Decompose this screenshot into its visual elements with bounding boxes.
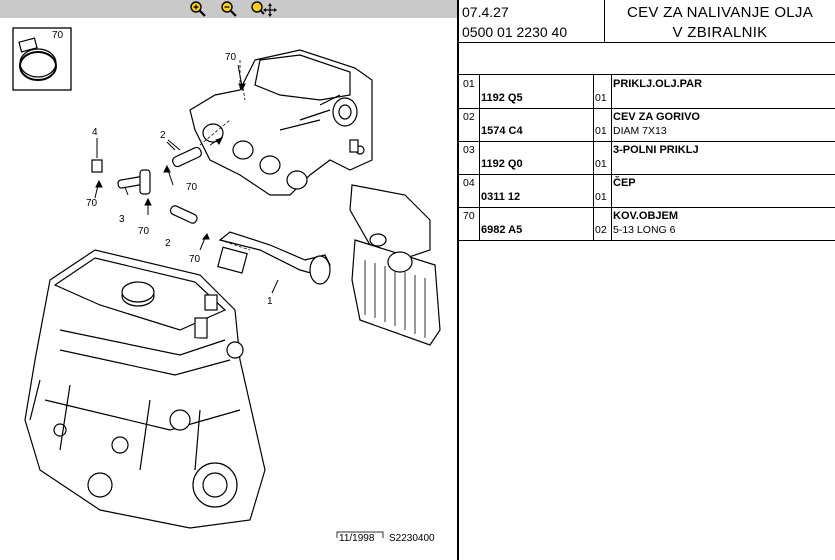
part-code: 1192 Q5	[481, 92, 523, 104]
part-name: KOV.OBJEM	[613, 210, 679, 222]
column-divider	[593, 174, 594, 207]
part-quantity: 01	[595, 158, 607, 170]
callout-70-upper: 70	[186, 182, 198, 193]
column-divider	[611, 141, 612, 174]
column-divider	[593, 108, 594, 141]
column-divider	[611, 75, 612, 108]
zoom-in-icon[interactable]	[189, 0, 207, 18]
callout-70-manifold: 70	[225, 52, 237, 63]
column-divider	[479, 207, 480, 240]
diagram-footer	[336, 531, 384, 538]
part-quantity: 01	[595, 92, 607, 104]
part-quantity: 01	[595, 191, 607, 203]
part-name: ČEP	[613, 177, 636, 189]
callout-1: 1	[267, 296, 273, 307]
table-row[interactable]: 02 1574 C4 01 CEV ZA GORIVO DIAM 7X13	[459, 108, 835, 142]
row-divider	[459, 240, 835, 241]
part-name: 3-POLNI PRIKLJ	[613, 144, 699, 156]
exploded-parts-diagram: 70	[12, 27, 441, 538]
row-divider	[459, 207, 835, 208]
intake-manifold	[189, 49, 373, 196]
header-title-line1: CEV ZA NALIVANJE OLJA	[626, 4, 814, 21]
row-divider	[459, 108, 835, 109]
footer-ref: S2230400	[389, 533, 435, 544]
header-bottom-line	[459, 42, 835, 43]
part-position: 04	[463, 177, 475, 189]
part-code: 0311 12	[481, 191, 521, 203]
part-code: 6982 A5	[481, 224, 523, 236]
header-date: 07.4.27	[462, 4, 509, 20]
column-divider	[479, 174, 480, 207]
callout-3: 3	[119, 214, 125, 225]
engine-block	[24, 249, 266, 529]
column-divider	[479, 108, 480, 141]
callout-70-middle: 70	[138, 226, 150, 237]
table-row[interactable]: 70 6982 A5 02 KOV.OBJEM 5-13 LONG 6	[459, 207, 835, 241]
part-position: 02	[463, 111, 475, 123]
column-divider	[479, 141, 480, 174]
parts-list-panel: 07.4.27 0500 01 2230 40 CEV ZA NALIVANJE…	[459, 0, 835, 560]
part-quantity: 01	[595, 125, 607, 137]
header-ref: 0500 01 2230 40	[462, 24, 568, 40]
part-position: 70	[463, 210, 475, 222]
clamp-inset: 70	[12, 27, 72, 91]
part-name: CEV ZA GORIVO	[613, 111, 700, 123]
table-row[interactable]: 03 1192 Q0 01 3-POLNI PRIKLJ	[459, 141, 835, 175]
column-divider	[593, 207, 594, 240]
callout-4: 4	[92, 127, 98, 138]
row-divider	[459, 174, 835, 175]
part-name: PRIKLJ.OLJ.PAR	[613, 78, 703, 90]
header-title-line2: V ZBIRALNIK	[672, 24, 768, 41]
column-divider	[611, 174, 612, 207]
air-filter-housing	[349, 184, 441, 346]
part-quantity: 02	[595, 224, 607, 236]
hose-parts	[91, 146, 331, 285]
column-divider	[593, 141, 594, 174]
part-position: 03	[463, 144, 475, 156]
table-row[interactable]: 04 0311 12 01 ČEP	[459, 174, 835, 208]
callout-70-inset: 70	[52, 30, 64, 41]
footer-date: 11/1998	[339, 533, 375, 544]
part-description: DIAM 7X13	[613, 125, 667, 137]
zoom-out-icon[interactable]	[220, 0, 238, 18]
part-position: 01	[463, 78, 475, 90]
callout-2-upper: 2	[160, 130, 166, 141]
panel-divider	[457, 0, 459, 560]
callout-70-lower: 70	[189, 254, 201, 265]
part-description: 5-13 LONG 6	[613, 224, 676, 236]
part-code: 1192 Q0	[481, 158, 523, 170]
zoom-toolbar	[0, 0, 457, 18]
column-divider	[611, 108, 612, 141]
table-row[interactable]: 01 1192 Q5 01 PRIKLJ.OLJ.PAR	[459, 75, 835, 109]
callout-70-left: 70	[86, 198, 98, 209]
zoom-pan-icon[interactable]	[250, 0, 278, 18]
diagram-panel: 70	[0, 0, 457, 544]
part-code: 1574 C4	[481, 125, 523, 137]
column-divider	[611, 207, 612, 240]
table-top-line	[459, 74, 835, 75]
row-divider	[459, 141, 835, 142]
column-divider	[593, 75, 594, 108]
column-divider	[479, 75, 480, 108]
header-divider	[604, 0, 605, 42]
callout-2-lower: 2	[165, 238, 171, 249]
